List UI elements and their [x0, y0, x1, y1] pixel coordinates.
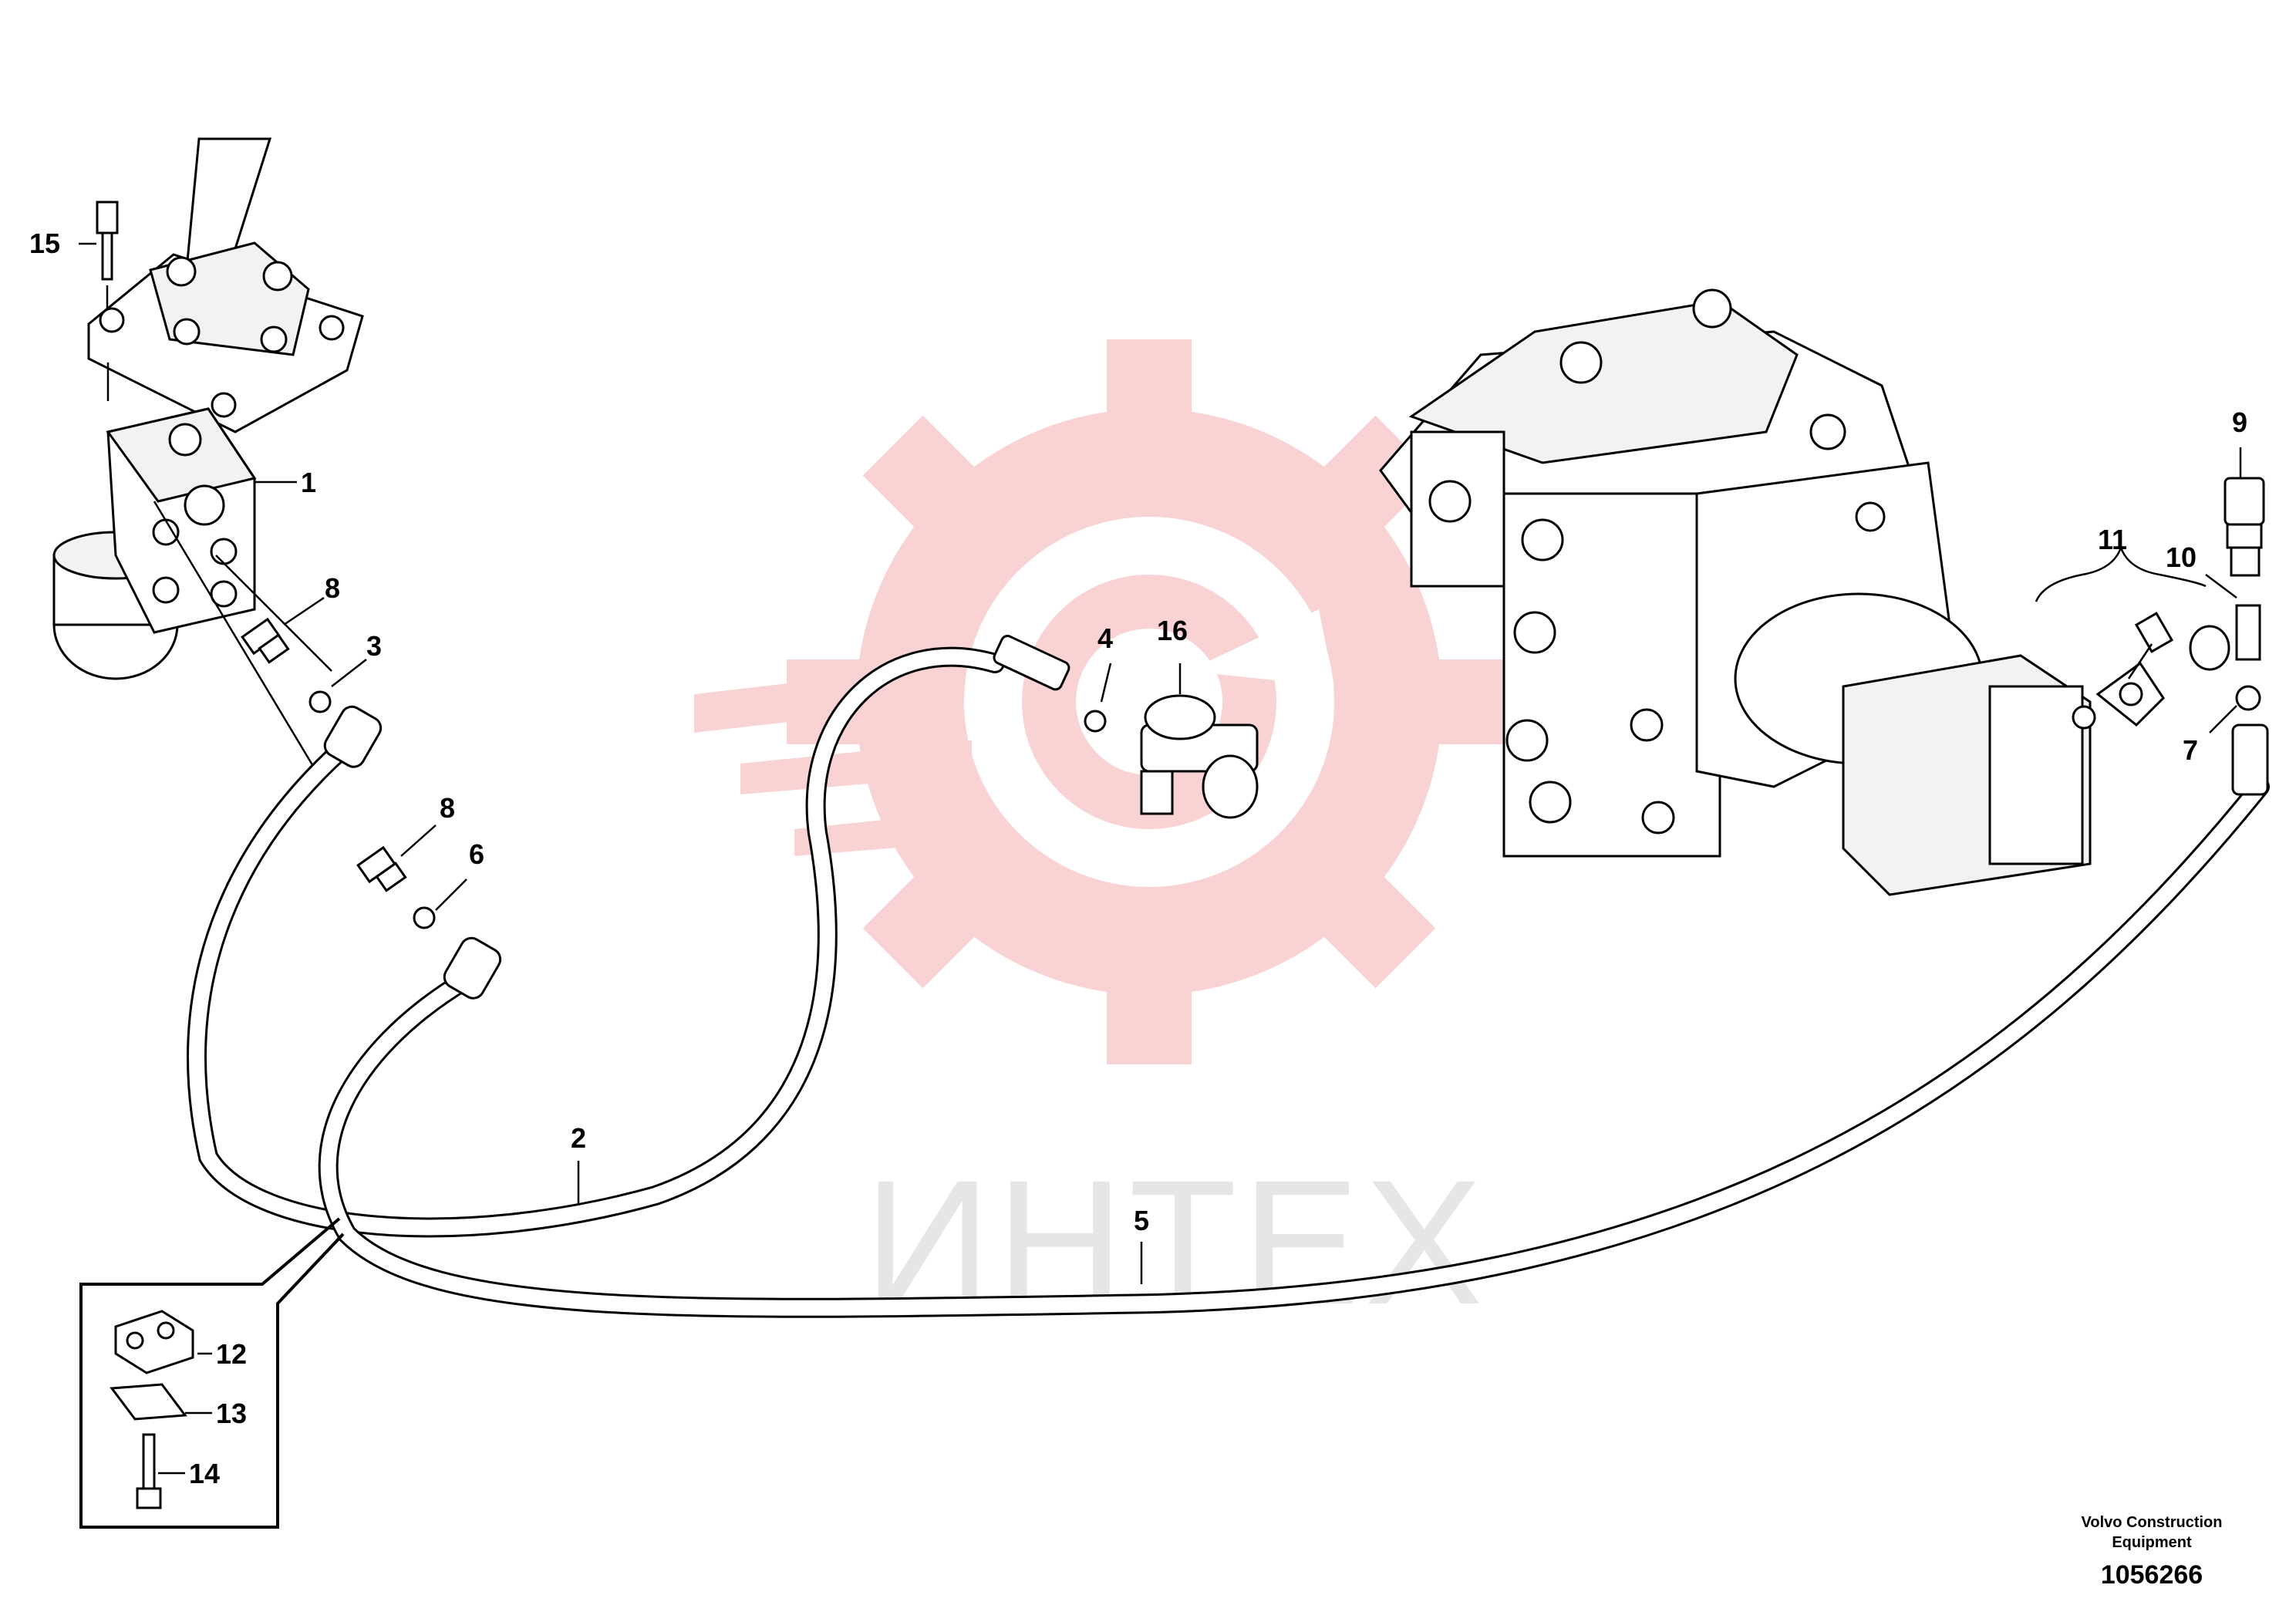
hydraulic-pump-assembly [1379, 288, 2092, 896]
document-number: 1056266 [2101, 1560, 2203, 1590]
tee-adapter [2189, 604, 2261, 671]
callout-8-upper: 8 [325, 572, 340, 604]
pressure-sensor [2224, 477, 2265, 577]
steering-unit-orbitrol [52, 407, 257, 680]
callout-13: 13 [216, 1398, 247, 1429]
o-ring-lower [413, 906, 436, 929]
leader-line [153, 501, 318, 772]
credit-line-2: Equipment [2112, 1534, 2192, 1551]
callout-9: 9 [2232, 406, 2247, 438]
callout-10: 10 [2166, 541, 2197, 573]
o-ring-4 [1084, 710, 1107, 733]
callout-14: 14 [189, 1458, 220, 1489]
callout-11: 11 [2098, 524, 2127, 555]
callout-5: 5 [1134, 1205, 1149, 1236]
callout-1: 1 [301, 467, 316, 498]
callout-labels: 1 2 3 4 5 6 7 8 8 9 10 11 12 13 14 15 16 [29, 228, 2247, 1489]
leader-line [215, 555, 332, 672]
callout-7: 7 [2183, 734, 2198, 766]
tee-fitting [1140, 694, 1259, 819]
callout-2: 2 [571, 1122, 586, 1154]
steering-column-mount [87, 137, 364, 433]
callout-6: 6 [469, 838, 484, 870]
callout-leaders [79, 242, 2242, 1475]
credit-line-1: Volvo Construction [2082, 1514, 2223, 1531]
watermark-gear-logo [694, 339, 1512, 1064]
callout-4: 4 [1097, 622, 1113, 654]
callout-3: 3 [366, 630, 382, 662]
callout-8-lower: 8 [440, 792, 455, 824]
adapter-fitting-lower [356, 845, 407, 892]
hose-2 [187, 635, 1070, 1238]
cover-plate [110, 1383, 187, 1421]
clamp-detail-inset [79, 1217, 345, 1529]
clamp-block [114, 1310, 194, 1374]
mounting-bolt [96, 201, 119, 309]
group-bracket [2035, 545, 2207, 602]
flange-plate [2072, 612, 2174, 730]
o-ring-7 [2235, 685, 2261, 711]
callout-15: 15 [29, 228, 60, 259]
footer-block: Volvo Construction Equipment 1056266 [2082, 1514, 2223, 1590]
callout-12: 12 [216, 1338, 247, 1370]
hose-5 [318, 723, 2270, 1318]
clamp-bolt [136, 1433, 162, 1509]
o-ring [308, 690, 332, 713]
callout-16: 16 [1157, 615, 1188, 646]
adapter-fitting [241, 617, 290, 664]
